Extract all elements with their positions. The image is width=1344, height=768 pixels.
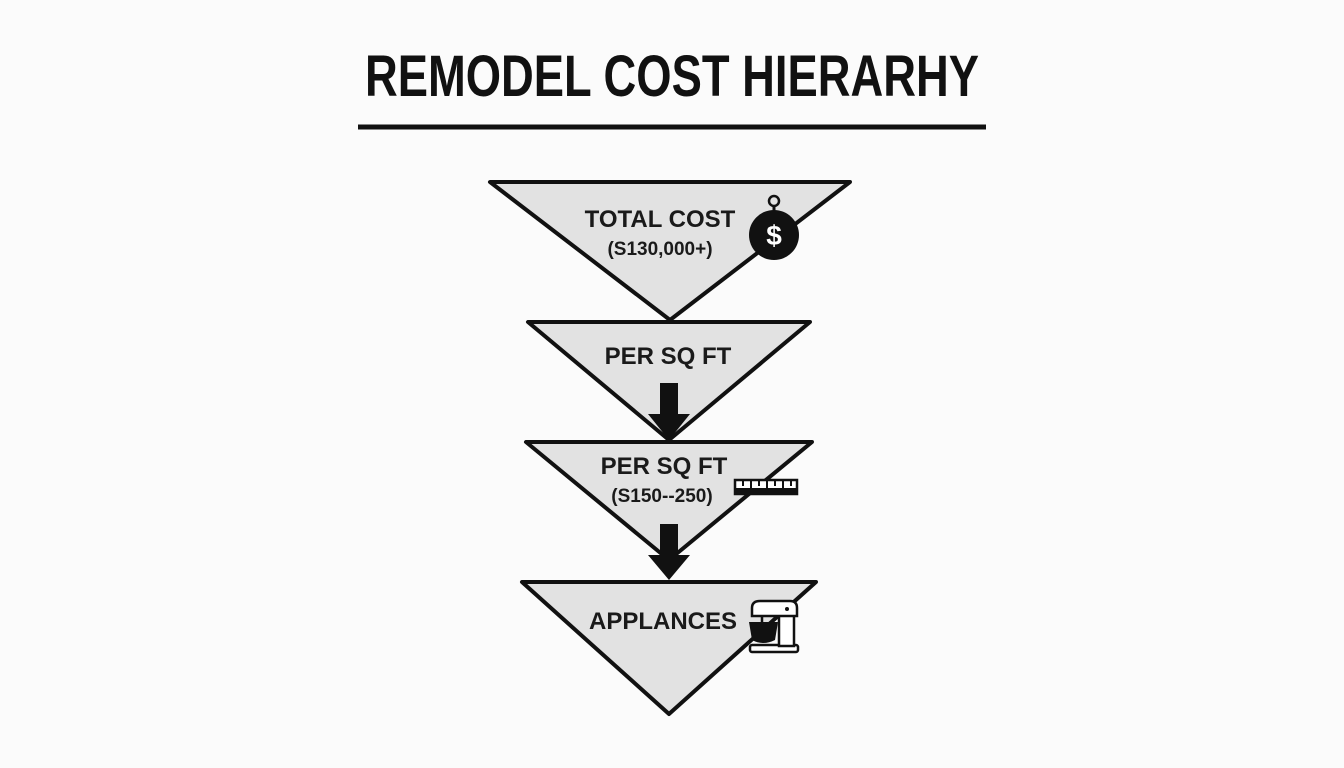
down-arrow-1 (648, 383, 690, 440)
tier-2-label: PER SQ FT (605, 343, 732, 370)
tier-3-triangle (524, 440, 814, 562)
down-arrow-2 (648, 524, 690, 580)
tier-1-label: TOTAL COST (585, 206, 736, 233)
tier-1-sublabel: (S130,000+) (607, 239, 712, 260)
tier-appliances: APPLANCES (520, 580, 818, 716)
tier-total-cost: TOTAL COST (S130,000+) $ (488, 180, 852, 322)
tier-3-label: PER SQ FT (601, 453, 728, 480)
tier-3-sublabel: (S150--250) (611, 486, 712, 507)
tier-2-triangle (526, 320, 812, 442)
svg-text:$: $ (766, 220, 782, 251)
tier-4-label: APPLANCES (589, 608, 737, 635)
diagram-title: REMODEL COST HIERARHY (365, 44, 979, 109)
stand-mixer-icon (748, 599, 800, 654)
money-bag-icon: $ (749, 194, 799, 260)
tier-per-sq-ft: PER SQ FT (526, 320, 812, 442)
tier-per-sq-ft-range: PER SQ FT (S150--250) (524, 440, 814, 562)
ruler-icon (733, 478, 799, 496)
tier-4-triangle (520, 580, 818, 716)
